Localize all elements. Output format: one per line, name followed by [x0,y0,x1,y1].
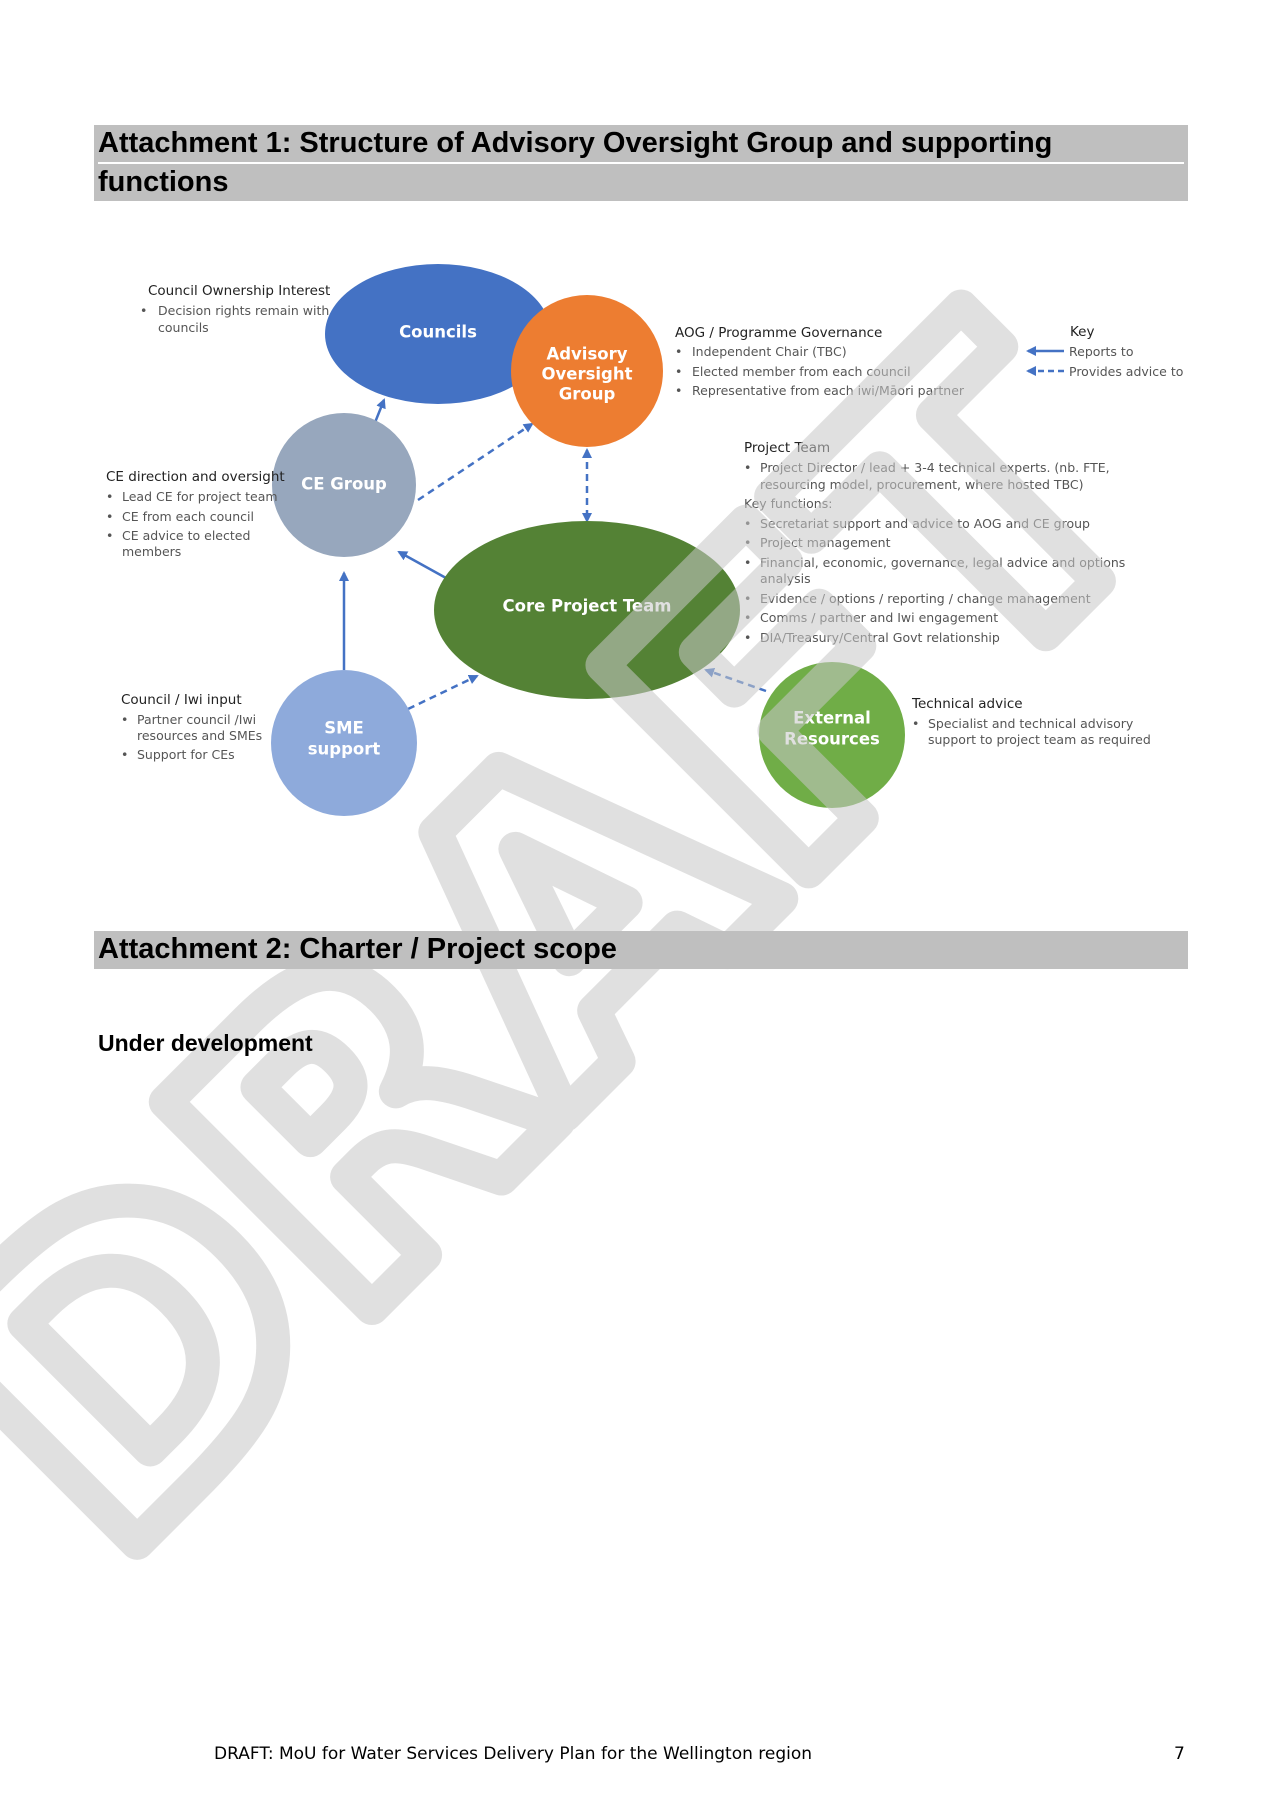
aog-note-bullet-3: Representative from each iwi/Māori partn… [692,383,965,398]
page-number: 7 [1174,1744,1185,1764]
ce-direction-note: CE direction and oversight • Lead CE for… [106,469,285,559]
aog-label-line-2: Oversight [541,365,632,384]
key-reports-to-label: Reports to [1069,344,1133,359]
bullet-dot: • [675,344,682,359]
core-project-team-label: Core Project Team [503,597,672,616]
bullet-dot: • [744,630,751,645]
bullet-dot: • [744,460,751,475]
aog-note-bullet-1: Independent Chair (TBC) [692,344,847,359]
aog-label-line-1: Advisory [546,345,627,364]
aog-node: Advisory Oversight Group [511,295,663,447]
sme-label-line-2: support [308,740,381,759]
attachment-2-title: Attachment 2: Charter / Project scope [98,933,617,965]
council-iwi-bullet-1-line-1: Partner council /Iwi [137,712,256,727]
councils-label: Councils [399,323,477,342]
bullet-dot: • [744,535,751,550]
sme-support-node: SME support [271,670,417,816]
council-ownership-bullet-line-1: Decision rights remain with [158,303,329,318]
attachment-1-title-line-1: Attachment 1: Structure of Advisory Over… [98,127,1053,159]
diagram-connectors [339,398,767,711]
function-4: Evidence / options / reporting / change … [760,591,1091,606]
attachment-1-heading: Attachment 1: Structure of Advisory Over… [94,125,1188,201]
council-ownership-bullet-line-2: councils [158,320,209,335]
attachment-1-title-line-2: functions [98,162,1184,201]
technical-advice-bullet-line-2: support to project team as required [928,732,1151,747]
ce-advice-to-aog-arrow [417,422,534,502]
bullet-dot: • [140,303,147,318]
ce-direction-bullet-3-line-1: CE advice to elected [122,528,250,543]
function-5: Comms / partner and Iwi engagement [760,610,998,625]
technical-advice-note: Technical advice • Specialist and techni… [911,696,1151,747]
bullet-dot: • [744,516,751,531]
council-iwi-input-note: Council / Iwi input • Partner council /I… [121,692,262,762]
key-advice-to-label: Provides advice to [1069,364,1183,379]
external-label-line-1: External [793,709,871,728]
bullet-dot: • [744,610,751,625]
ce-group-node: CE Group [272,413,416,557]
bullet-dot: • [744,555,751,570]
aog-label-line-3: Group [559,385,616,404]
project-team-heading: Project Team [744,440,830,456]
project-team-bullet-line-1: Project Director / lead + 3-4 technical … [760,460,1110,475]
bullet-dot: • [121,747,128,762]
function-3-line-1: Financial, economic, governance, legal a… [760,555,1125,570]
external-advice-to-core-arrow [704,667,767,693]
councils-node: Councils [325,264,551,404]
bullet-dot: • [121,712,128,727]
council-iwi-bullet-2: Support for CEs [137,747,235,762]
sme-label-line-1: SME [324,719,364,738]
council-ownership-note: Council Ownership Interest • Decision ri… [140,283,330,335]
attachment-2-heading: Attachment 2: Charter / Project scope [94,931,1188,969]
bullet-dot: • [675,364,682,379]
ce-group-label: CE Group [301,475,387,494]
external-resources-node: External Resources [759,662,905,808]
technical-advice-bullet-line-1: Specialist and technical advisory [928,716,1134,731]
sme-advice-to-core-arrow [407,674,479,711]
bullet-dot: • [912,716,919,731]
ce-direction-bullet-1: Lead CE for project team [122,489,278,504]
external-label-line-2: Resources [784,730,880,749]
ce-direction-heading: CE direction and oversight [106,469,285,485]
council-iwi-heading: Council / Iwi input [121,692,242,708]
council-ownership-heading: Council Ownership Interest [148,283,330,299]
diagram-key: Key Reports to Provides advice to [1026,324,1183,379]
function-3-line-2: analysis [760,571,811,586]
bullet-dot: • [675,383,682,398]
technical-advice-heading: Technical advice [911,696,1023,712]
bullet-dot: • [106,489,113,504]
function-6: DIA/Treasury/Central Govt relationship [760,630,1000,645]
core-to-ce-arrow [397,550,447,580]
bullet-dot: • [106,528,113,543]
core-project-team-node: Core Project Team [434,521,740,699]
bullet-dot: • [106,509,113,524]
footer-text: DRAFT: MoU for Water Services Delivery P… [214,1744,813,1764]
project-team-note: Project Team • Project Director / lead +… [744,440,1125,645]
key-functions-label: Key functions: [744,496,832,511]
ce-direction-bullet-3-line-2: members [122,544,181,559]
attachment-2-body: Under development [98,1030,313,1056]
council-iwi-bullet-1-line-2: resources and SMEs [137,728,262,743]
key-heading: Key [1070,324,1094,340]
project-team-bullet-line-2: resourcing model, procurement, where hos… [760,477,1084,492]
function-1: Secretariat support and advice to AOG an… [760,516,1090,531]
bullet-dot: • [744,591,751,606]
function-2: Project management [760,535,891,550]
aog-note-bullet-2: Elected member from each council [692,364,911,379]
aog-governance-note: AOG / Programme Governance • Independent… [675,325,965,398]
aog-note-heading: AOG / Programme Governance [675,325,882,341]
ce-direction-bullet-2: CE from each council [122,509,254,524]
